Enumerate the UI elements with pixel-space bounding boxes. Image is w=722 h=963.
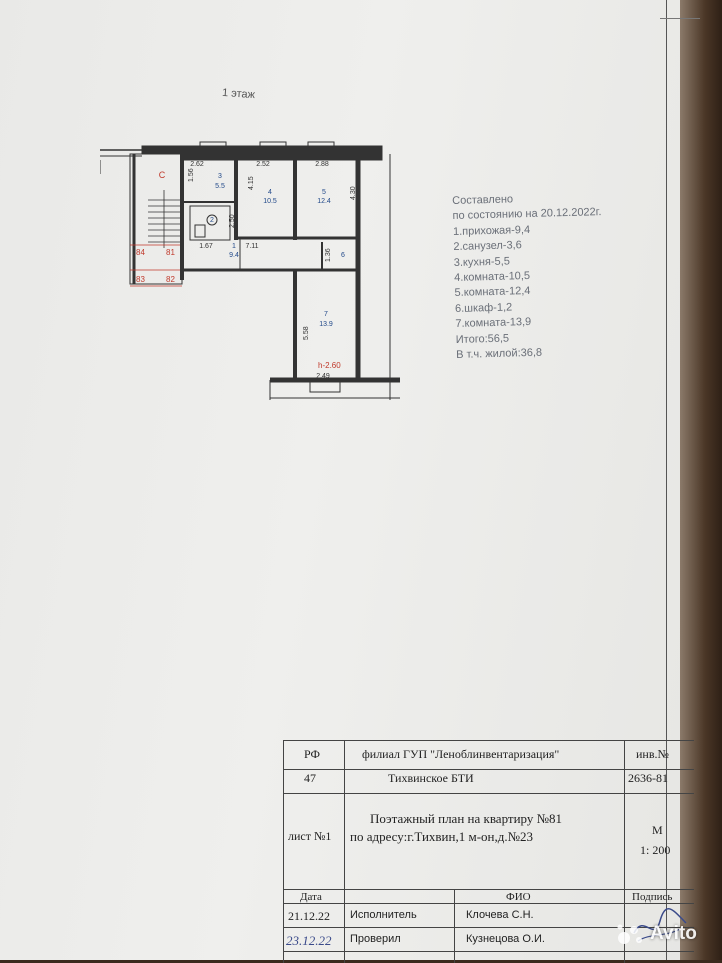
watermark: Avito <box>616 922 697 946</box>
dim-label: 2.50 <box>229 214 236 228</box>
dim-label: 1.36 <box>325 248 332 262</box>
scale-value: 1: 200 <box>640 843 671 857</box>
area-summary: Составлено по состоянию на 20.12.2022г. … <box>452 188 676 363</box>
frame-border <box>666 0 667 960</box>
avito-logo-icon <box>617 924 642 944</box>
plan-title: Поэтажный план на квартиру №81 <box>370 811 563 826</box>
dim-label: 4.30 <box>350 186 357 200</box>
floor-title: 1 этаж <box>221 86 256 102</box>
executor-role: Исполнитель <box>350 909 417 921</box>
dim-label: 4.15 <box>248 176 255 190</box>
apartment-number: 82 <box>166 275 175 284</box>
room-number: 5 <box>322 189 326 196</box>
dim-label: 7.11 <box>245 243 258 250</box>
floor-plan: 2.62 2.52 2.88 7.11 1.67 2.49 C 4.15 4.3… <box>100 141 400 400</box>
room-area: 10.5 <box>263 198 277 205</box>
executor-date: 21.12.22 <box>288 909 330 923</box>
title-block: РФ 47 филиал ГУП "Леноблинвентаризация" … <box>283 740 694 963</box>
date-header: Дата <box>300 891 322 903</box>
org-name: филиал ГУП "Леноблинвентаризация" <box>362 747 560 761</box>
apartment-number: 84 <box>136 248 145 257</box>
room-area: 12.4 <box>317 198 331 205</box>
checker-role: Проверил <box>350 933 401 945</box>
fio-header: ФИО <box>506 891 531 903</box>
room-area: 5.5 <box>215 183 225 190</box>
apartment-number: 83 <box>136 275 145 284</box>
dim-label: 2.52 <box>256 161 270 168</box>
ceiling-height: h-2.60 <box>318 361 341 370</box>
dim-label: 2.49 <box>316 373 330 380</box>
dim-label: 2.88 <box>315 161 329 168</box>
room-number: 7 <box>324 311 328 318</box>
signature-header: Подпись <box>632 891 673 903</box>
dim-label: 2.62 <box>190 161 204 168</box>
room-number: 6 <box>341 252 345 259</box>
room-number: 2 <box>210 217 214 224</box>
stamp-rf: РФ <box>304 747 320 761</box>
background-surface <box>680 0 722 960</box>
room-number: 3 <box>218 173 222 180</box>
executor-name: Клочева С.Н. <box>466 909 534 921</box>
checker-name: Кузнецова О.И. <box>466 933 545 945</box>
dim-label: 1.56 <box>188 168 195 182</box>
frame-corner <box>660 18 700 19</box>
apartment-number: 81 <box>166 248 175 257</box>
room-number: 1 <box>232 243 236 250</box>
checker-date: 23.12.22 <box>286 933 332 948</box>
room-number: 4 <box>268 189 272 196</box>
watermark-text: Avito <box>650 923 697 944</box>
sheet-number: лист №1 <box>288 829 332 843</box>
inventory-label: инв.№ <box>636 747 669 761</box>
stamp-region: 47 <box>304 771 316 785</box>
scale-label: М <box>652 823 663 837</box>
stair-mark: C <box>159 170 166 180</box>
dim-label: 1.67 <box>199 243 213 250</box>
inventory-number: 2636-81 <box>628 771 668 785</box>
org-branch: Тихвинское БТИ <box>388 771 474 785</box>
plan-address: по адресу:г.Тихвин,1 м-он,д.№23 <box>350 829 533 844</box>
room-area: 13.9 <box>319 321 333 328</box>
dim-label: 5.58 <box>303 326 310 340</box>
room-area: 9.4 <box>229 252 239 259</box>
